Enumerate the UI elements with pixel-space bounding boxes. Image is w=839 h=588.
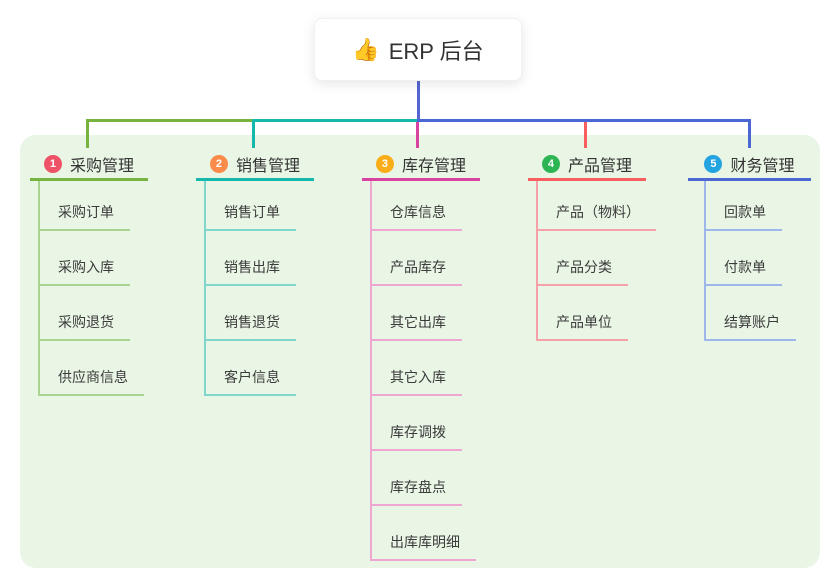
child-node[interactable]: 产品单位: [536, 309, 628, 341]
child-label: 库存调拨: [390, 424, 446, 440]
connector-horizontal-branch-1: [86, 119, 255, 122]
connector-horizontal-branch-2: [252, 119, 420, 122]
thumbs-up-icon: 👍: [352, 36, 380, 62]
child-label: 供应商信息: [58, 369, 128, 385]
connector-horizontal-branch-5: [417, 119, 751, 122]
branch-header-5[interactable]: 5 财务管理: [688, 149, 811, 181]
branch-children-connector: [204, 181, 206, 396]
connector-drop-branch-3: [416, 122, 419, 148]
branch-children-connector: [370, 181, 372, 561]
branch-header-3[interactable]: 3 库存管理: [362, 149, 480, 181]
branch-number-badge: 5: [704, 154, 723, 173]
branch-number-badge: 4: [541, 154, 560, 173]
child-label: 库存盘点: [390, 479, 446, 495]
child-node[interactable]: 采购退货: [38, 309, 130, 341]
child-label: 其它入库: [390, 369, 446, 385]
child-node[interactable]: 库存调拨: [370, 419, 462, 451]
child-label: 仓库信息: [390, 204, 446, 220]
branch-label: 采购管理: [69, 157, 134, 175]
connector-drop-branch-4: [584, 122, 587, 148]
branch-header-1[interactable]: 1 采购管理: [30, 149, 148, 181]
branch-label: 销售管理: [235, 157, 300, 175]
child-label: 结算账户: [724, 314, 780, 330]
child-label: 出库库明细: [390, 534, 460, 550]
child-label: 采购退货: [58, 314, 114, 330]
branch-children-connector: [704, 181, 706, 341]
branch-number-badge: 1: [43, 154, 62, 173]
child-label: 采购入库: [58, 259, 114, 275]
child-label: 客户信息: [224, 369, 280, 385]
branch-label: 库存管理: [401, 157, 466, 175]
child-node[interactable]: 采购入库: [38, 254, 130, 286]
child-label: 产品单位: [556, 314, 612, 330]
child-node[interactable]: 其它出库: [370, 309, 462, 341]
child-node[interactable]: 结算账户: [704, 309, 796, 341]
connector-drop-branch-1: [86, 119, 89, 148]
child-label: 销售出库: [224, 259, 280, 275]
branch-children-connector: [536, 181, 538, 341]
branches-panel: [20, 135, 820, 568]
child-label: 回款单: [724, 204, 766, 220]
child-label: 付款单: [724, 259, 766, 275]
branch-number-badge: 2: [209, 154, 228, 173]
child-node[interactable]: 其它入库: [370, 364, 462, 396]
root-label: ERP 后台: [388, 38, 484, 64]
connector-stem: [417, 81, 420, 120]
branch-children-connector: [38, 181, 40, 396]
child-node[interactable]: 采购订单: [38, 199, 130, 231]
branch-number-badge: 3: [375, 154, 394, 173]
child-node[interactable]: 销售出库: [204, 254, 296, 286]
child-node[interactable]: 出库库明细: [370, 529, 476, 561]
child-node[interactable]: 销售订单: [204, 199, 296, 231]
branch-header-4[interactable]: 4 产品管理: [528, 149, 646, 181]
child-node[interactable]: 客户信息: [204, 364, 296, 396]
child-label: 其它出库: [390, 314, 446, 330]
branch-header-2[interactable]: 2 销售管理: [196, 149, 314, 181]
connector-drop-branch-2: [252, 119, 255, 148]
branch-label: 财务管理: [730, 157, 795, 175]
root-node-erp[interactable]: 👍 ERP 后台: [314, 18, 522, 81]
child-label: 采购订单: [58, 204, 114, 220]
child-label: 产品分类: [556, 259, 612, 275]
child-node[interactable]: 供应商信息: [38, 364, 144, 396]
child-label: 销售退货: [224, 314, 280, 330]
branch-label: 产品管理: [567, 157, 632, 175]
child-node[interactable]: 仓库信息: [370, 199, 462, 231]
child-label: 产品（物料）: [556, 204, 640, 220]
child-node[interactable]: 产品（物料）: [536, 199, 656, 231]
child-node[interactable]: 产品库存: [370, 254, 462, 286]
child-node[interactable]: 回款单: [704, 199, 782, 231]
child-node[interactable]: 产品分类: [536, 254, 628, 286]
child-label: 产品库存: [390, 259, 446, 275]
child-node[interactable]: 付款单: [704, 254, 782, 286]
child-node[interactable]: 销售退货: [204, 309, 296, 341]
child-node[interactable]: 库存盘点: [370, 474, 462, 506]
connector-drop-branch-5: [748, 119, 751, 148]
child-label: 销售订单: [224, 204, 280, 220]
